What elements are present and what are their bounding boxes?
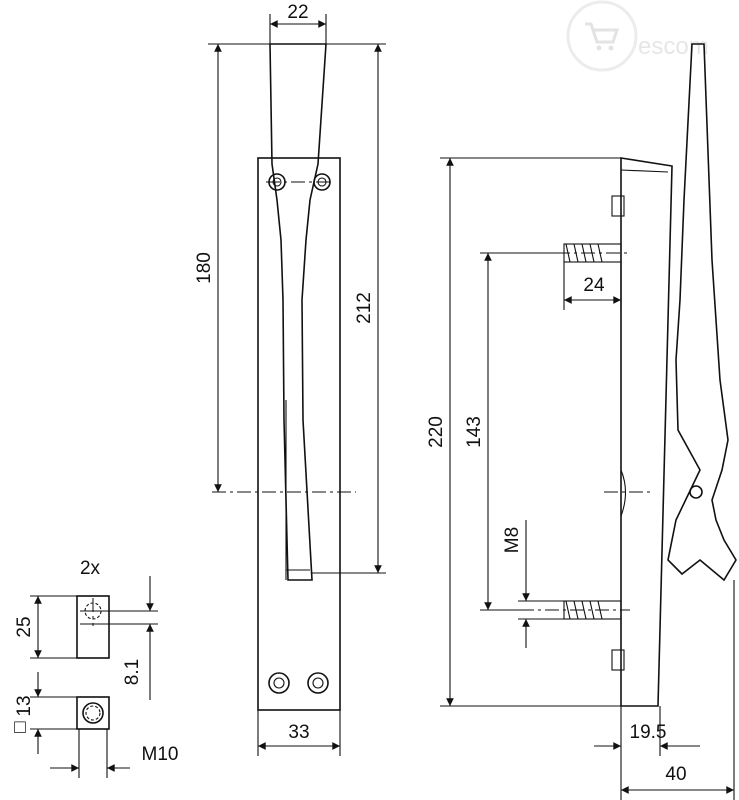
pivot-pin	[689, 485, 703, 499]
dim-hole-offset: 8.1	[122, 659, 143, 685]
dim-detail-length: 25	[14, 616, 35, 637]
dim-thread-size: M8	[502, 527, 523, 553]
detail-quantity: 2x	[80, 558, 101, 579]
watermark-text: escom	[638, 33, 709, 60]
top-bolt	[556, 243, 630, 263]
detail-square	[76, 696, 110, 730]
dim-side-height: 220	[426, 416, 447, 448]
top-screws	[266, 173, 334, 191]
dim-thread-length: 24	[583, 275, 605, 296]
handle-lever	[269, 43, 327, 581]
side-view: 220 143 24 M8 19.5 40	[426, 43, 737, 800]
detail-view: 2x 8.1 25 13 □ M10	[14, 558, 178, 778]
dim-handle-length: 180	[194, 252, 215, 284]
dim-handle-width: 22	[287, 2, 308, 23]
side-body	[620, 157, 673, 707]
side-lever	[667, 43, 737, 582]
dim-bolt-spacing: 143	[464, 416, 485, 448]
dim-square-symbol: □	[14, 717, 26, 738]
dim-square: 13	[14, 695, 35, 716]
dim-offset: 19.5	[630, 722, 667, 743]
dim-plate-width: 33	[288, 722, 309, 743]
dim-detail-thread: M10	[142, 744, 179, 765]
bottom-bolt	[520, 600, 630, 620]
shopping-cart-icon	[566, 0, 638, 72]
front-view: 22 180 212 33	[194, 2, 386, 756]
watermark: escom	[566, 0, 709, 72]
dim-depth: 40	[665, 764, 686, 785]
bottom-screws	[268, 672, 329, 694]
base-plate	[257, 157, 341, 711]
detail-block	[76, 595, 110, 659]
dim-total-length: 212	[354, 292, 375, 324]
